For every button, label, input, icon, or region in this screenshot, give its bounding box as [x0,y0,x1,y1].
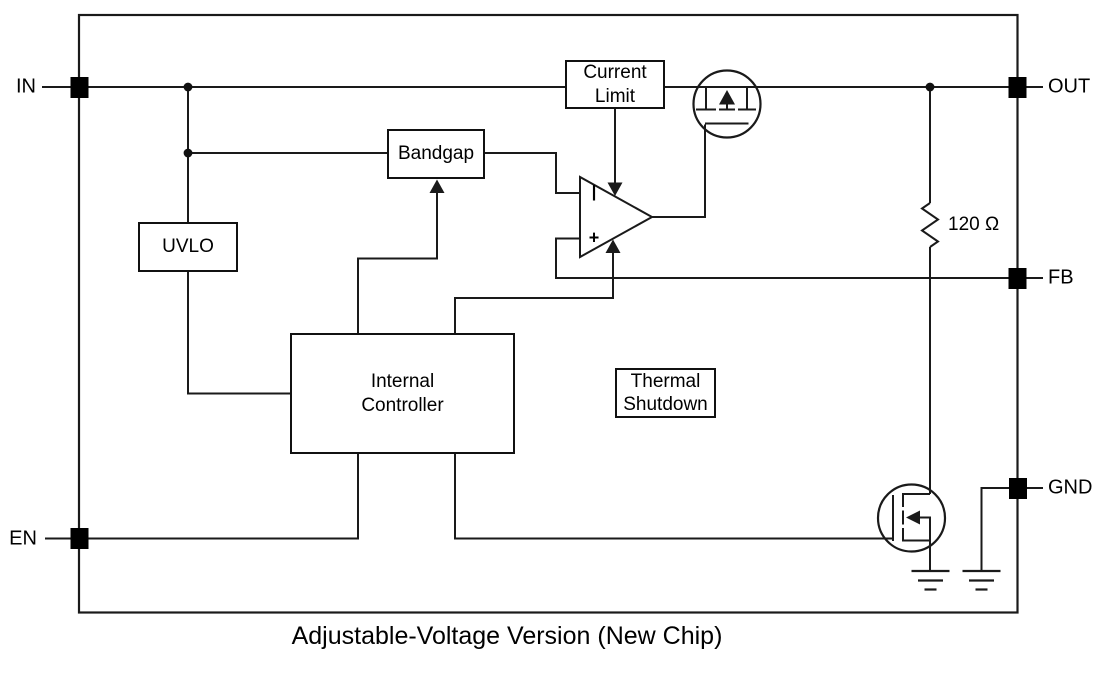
block-internal-controller: Internal Controller [290,333,515,454]
error-amp-triangle [579,175,655,259]
pin-square-gnd [1009,478,1027,499]
wire-bandgap-to-amp [485,152,580,194]
pin-label-gnd: GND [1048,476,1093,499]
wire-gnd-pin [980,487,1009,571]
wire-amp-out-to-gate [652,124,706,218]
arrowhead-into-amp-top [607,182,623,196]
pass-fet-arrow [719,90,735,105]
wire-en-to-controller [45,453,359,540]
amp-noninverting-input-marker: + [588,227,600,248]
amp-inverting-input-marker: | [591,182,597,201]
arrowhead-into-amp-plus [605,239,621,253]
wire-fb-line [555,237,1043,279]
pin-label-out: OUT [1048,75,1091,98]
pin-label-in: IN [16,75,36,98]
pass-fet-symbol [692,69,762,139]
wire-uvlo-to-controller [187,272,290,395]
diagram-caption: Adjustable-Voltage Version (New Chip) [291,622,723,650]
resistor-value-label: 120 Ω [948,214,1000,235]
block-uvlo: UVLO [138,222,238,272]
chip-boundary [77,13,1019,614]
nmos-arrow [906,510,920,525]
ground-symbol-gnd-pin [962,569,1001,591]
nmos-circle [876,483,947,553]
block-thermal-shutdown: Thermal Shutdown [615,368,716,418]
junction-dot [925,82,935,92]
ground-symbol-nmos [911,569,950,591]
wire-controller-to-bandgap [357,193,438,334]
resistor-symbol [920,202,940,248]
junction-dot [183,148,193,158]
junction-dot [183,82,193,92]
block-current-limit: Current Limit [565,60,665,109]
wire-controller-to-nmos-gate [454,453,893,540]
arrowhead-into-bandgap [429,179,445,193]
pass-fet-circle [692,69,762,139]
nmos-symbol [876,483,947,571]
pin-square-out [1008,77,1027,98]
pin-label-en: EN [9,527,37,550]
pin-square-fb [1008,268,1027,289]
pin-square-in [70,77,89,98]
wire-controller-to-amp-plus [454,252,614,334]
pin-square-en [70,528,89,549]
pin-label-fb: FB [1048,266,1074,289]
nmos-bulk-stub [919,516,931,541]
block-bandgap: Bandgap [387,129,485,179]
